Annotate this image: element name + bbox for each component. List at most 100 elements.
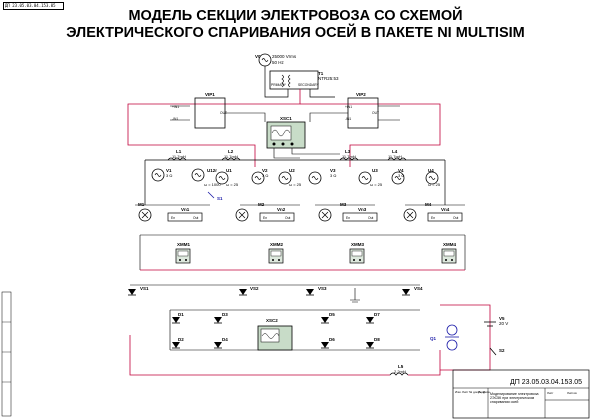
multimeter-xmm3[interactable]: XMM3 <box>349 242 365 264</box>
encoder-vn1[interactable]: En Out Vn1 <box>167 207 203 222</box>
source-u1[interactable]: U1 ω = 25 <box>215 168 239 187</box>
encoder-label: Vn3 <box>358 207 367 212</box>
encoder-pin: En <box>263 216 267 220</box>
motor-label: M4 <box>425 202 432 207</box>
inductor-l3[interactable]: L3 11.7mH <box>339 149 359 161</box>
encoder-vn3[interactable]: En Out Vn3 <box>342 207 378 222</box>
source-value: 3 Ω <box>262 173 268 178</box>
switch-label: S2 <box>499 348 505 353</box>
inductor-ref: L3 <box>345 149 351 154</box>
inductor-l5[interactable]: L5 2.2mH <box>389 364 409 376</box>
ac-source-v0[interactable]: V0 25000 Vrms 50 Hz <box>255 53 297 67</box>
diode-label: D1 <box>178 312 184 317</box>
thyristor-vs2[interactable]: VS2 <box>238 286 259 296</box>
source-value: 25000 Vrms <box>272 54 297 59</box>
encoder-pin: Out <box>453 216 458 220</box>
diagram-title-line-1: МОДЕЛЬ СЕКЦИИ ЭЛЕКТРОВОЗА СО СХЕМОЙ <box>128 8 463 24</box>
source-value: ω = 25 <box>370 182 383 187</box>
diode-label: D5 <box>329 312 335 317</box>
oscilloscope-xsc2[interactable]: XSC2 <box>257 318 293 351</box>
diode-d2[interactable]: D2 <box>171 337 184 349</box>
diode-d7[interactable]: D7 <box>365 312 380 324</box>
diode-label: D7 <box>374 312 380 317</box>
diode-label: D6 <box>329 337 335 342</box>
source-ref: V1 <box>166 168 172 173</box>
source-u3[interactable]: U3 ω = 25 <box>358 168 383 187</box>
source-v4[interactable]: V4 3 Ω <box>391 168 405 185</box>
source-u12r[interactable]: U12r ω = 1000 <box>191 168 221 187</box>
vip-block-1[interactable]: VIP1 +IN1 -IN1 OUT <box>172 92 227 129</box>
title-block-row: Дата <box>483 390 490 394</box>
inductor-l1[interactable]: L1 11.7mH <box>167 149 187 161</box>
vip-1-pin: +IN1 <box>172 105 179 109</box>
oscilloscope-xsc1[interactable]: XSC1 <box>266 116 306 149</box>
dc-source-v5[interactable]: V5 20 V <box>484 316 508 327</box>
diode-d3[interactable]: D3 <box>213 312 228 324</box>
diode-d4[interactable]: D4 <box>213 337 228 349</box>
title-block-row: № докум. <box>469 390 482 394</box>
title-block-row: Лист <box>462 390 469 394</box>
thyristor-label: VS3 <box>318 286 327 291</box>
multimeter-xmm1[interactable]: XMM1 <box>175 242 191 264</box>
source-ref: U1 <box>226 168 232 173</box>
transformer-t1[interactable]: T1 NTR25:53 PRIMARY SECONDARY <box>269 70 339 90</box>
switch-s2[interactable]: S2 <box>489 347 505 356</box>
thyristor-vs3[interactable]: VS3 <box>305 286 327 296</box>
diode-d5[interactable]: D5 <box>320 312 335 324</box>
motor-m3[interactable]: M3 <box>318 202 347 222</box>
encoder-label: Vn4 <box>441 207 450 212</box>
multimeter-label: XMM1 <box>177 242 190 247</box>
thyristor-label: VS1 <box>140 286 149 291</box>
thyristor-vs4[interactable]: VS4 <box>401 286 423 296</box>
motor-m2[interactable]: M2 <box>235 202 265 222</box>
inductor-value: 2.2mH <box>394 369 406 374</box>
transformer-primary: PRIMARY <box>271 83 287 87</box>
inductor-ref: L1 <box>176 149 182 154</box>
multimeter-xmm2[interactable]: XMM2 <box>268 242 284 264</box>
vip-block-2[interactable]: VIP2 +IN1 -IN1 OUT <box>345 92 379 129</box>
motor-m4[interactable]: M4 <box>403 202 432 222</box>
title-block-row: Подп. <box>478 390 486 394</box>
encoder-pin: Out <box>368 216 373 220</box>
encoder-label: Vn1 <box>181 207 190 212</box>
source-u4[interactable]: U4 ω = 25 <box>425 168 441 187</box>
diode-label: D8 <box>374 337 380 342</box>
multimeter-xmm4[interactable]: XMM4 <box>441 242 457 264</box>
motor-m1[interactable]: M1 <box>138 202 152 222</box>
inductor-l4[interactable]: L4 11.7mH <box>387 149 407 161</box>
source-ref: U12r <box>207 168 217 173</box>
source-u2[interactable]: U2 ω = 25 <box>278 168 302 187</box>
source-ref: V3 <box>330 168 336 173</box>
source-v2[interactable]: V2 3 Ω <box>251 168 268 185</box>
scope-1-label: XSC1 <box>280 116 292 121</box>
encoder-vn2[interactable]: En Out Vn2 <box>259 207 295 222</box>
encoder-pin: En <box>171 216 175 220</box>
switch-s1[interactable]: S1 <box>207 191 223 201</box>
vip-1-label: VIP1 <box>205 92 215 97</box>
diode-d1[interactable]: D1 <box>171 312 184 324</box>
source-value: ω = 25 <box>226 182 239 187</box>
transformer-ratio: NTR25:53 <box>318 76 339 81</box>
source-value: ω = 1000 <box>204 182 221 187</box>
source-ref: V2 <box>262 168 268 173</box>
diagram-title-line-2: ЭЛЕКТРИЧЕСКОГО СПАРИВАНИЯ ОСЕЙ В ПАКЕТЕ … <box>66 25 525 41</box>
source-v3[interactable]: V3 3 Ω <box>308 168 336 185</box>
drawing-code-stamp: ДП 23.05.03.04.153.05 <box>3 2 64 10</box>
switch-label: S1 <box>217 196 223 201</box>
inductor-l2[interactable]: L2 11.7mH <box>221 149 241 161</box>
source-value: ω = 25 <box>428 182 441 187</box>
thyristor-vs1[interactable]: VS1 <box>127 286 149 296</box>
diode-d6[interactable]: D6 <box>320 337 335 349</box>
diode-d8[interactable]: D8 <box>365 337 380 349</box>
battery-q1[interactable]: Q1 <box>430 324 459 351</box>
title-block-name: Моделирование электровоза 2ЭС5К при элек… <box>490 392 539 405</box>
battery-label: Q1 <box>430 336 437 341</box>
vip-2-pin: +IN1 <box>345 105 352 109</box>
dc-source-value: 20 V <box>499 321 508 326</box>
inductor-ref: L5 <box>398 364 404 369</box>
diode-label: D3 <box>222 312 228 317</box>
title-block-name-wrap: Моделирование электровоза 2ЭС5К при элек… <box>490 392 539 405</box>
dc-source-ref: V5 <box>499 316 505 321</box>
encoder-vn4[interactable]: En Out Vn4 <box>427 207 463 222</box>
source-v1[interactable]: V1 3 Ω <box>151 168 172 182</box>
